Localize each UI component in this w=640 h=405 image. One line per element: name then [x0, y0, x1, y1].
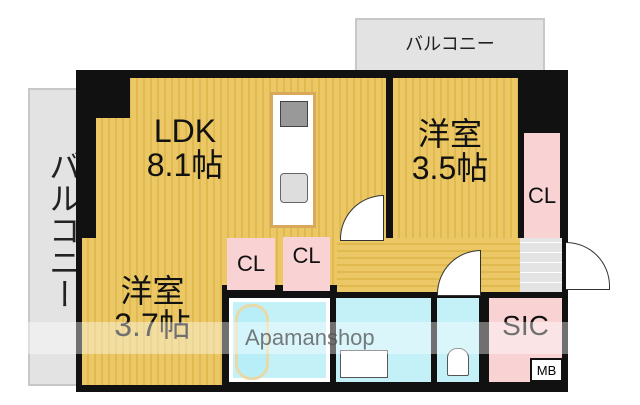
bathroom	[229, 298, 330, 382]
sink-icon	[280, 173, 308, 203]
room-a-size: 3.5帖	[411, 149, 489, 186]
entrance	[520, 238, 562, 292]
ldk-name: LDK	[153, 113, 217, 149]
hallway	[337, 238, 520, 292]
pillar	[86, 70, 130, 118]
room-b-size: 3.7帖	[114, 306, 191, 343]
toilet-room	[437, 298, 479, 382]
balcony-top: バルコニー	[355, 18, 545, 74]
room-b-label: 洋室 3.7帖	[100, 273, 205, 343]
kitchen-counter	[270, 92, 316, 228]
meter-box: MB	[530, 358, 563, 382]
closet-b: CL	[227, 238, 275, 290]
stove-icon	[280, 101, 308, 127]
room-a-label: 洋室 3.5帖	[400, 116, 500, 186]
watermark: Apamanshop	[245, 325, 375, 350]
closet-c: CL	[283, 237, 330, 291]
balcony-left-label: バルコニー	[45, 150, 81, 310]
pillar	[518, 70, 568, 133]
ldk-size: 8.1帖	[146, 146, 224, 183]
door-entrance	[566, 242, 610, 290]
washroom	[336, 298, 431, 382]
room-western-b	[82, 238, 222, 385]
toilet-icon	[447, 348, 469, 376]
balcony-top-label: バルコニー	[405, 34, 495, 54]
walk-in-closet: SIC	[489, 298, 562, 382]
room-b-name: 洋室	[120, 273, 185, 309]
washbasin-icon	[340, 350, 388, 378]
ldk-label: LDK 8.1帖	[130, 113, 240, 183]
watermark-band	[20, 322, 620, 354]
room-a-name: 洋室	[417, 116, 482, 152]
bathtub-icon	[235, 304, 269, 380]
